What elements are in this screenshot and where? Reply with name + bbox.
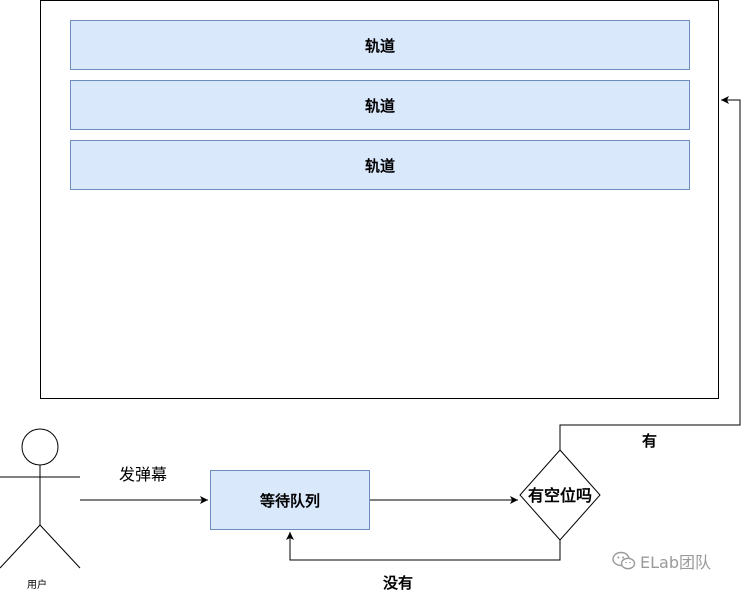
track-1: 轨道 [70, 20, 690, 70]
arrow-yes-to-screen [559, 96, 741, 450]
no-label: 没有 [383, 574, 414, 592]
user-figure [0, 428, 81, 569]
screen-frame [40, 0, 719, 399]
track-label: 轨道 [364, 36, 395, 55]
arrow-no-to-queue [286, 532, 561, 561]
watermark-text: ELab团队 [640, 553, 711, 572]
send-danmaku-label: 发弹幕 [119, 465, 168, 484]
queue-label: 等待队列 [259, 491, 320, 510]
user-label: 用户 [27, 580, 47, 591]
wechat-icon [612, 551, 636, 570]
user-left-leg [0, 524, 41, 569]
watermark: ELab团队 [612, 549, 711, 573]
track-label: 轨道 [364, 156, 395, 175]
decision-label: 有空位吗 [527, 486, 592, 505]
user-head [21, 428, 59, 466]
track-3: 轨道 [70, 140, 690, 190]
yes-label: 有 [642, 432, 658, 450]
track-2: 轨道 [70, 80, 690, 130]
user-right-leg [39, 524, 81, 569]
waiting-queue-box: 等待队列 [210, 470, 370, 530]
track-label: 轨道 [364, 96, 395, 115]
